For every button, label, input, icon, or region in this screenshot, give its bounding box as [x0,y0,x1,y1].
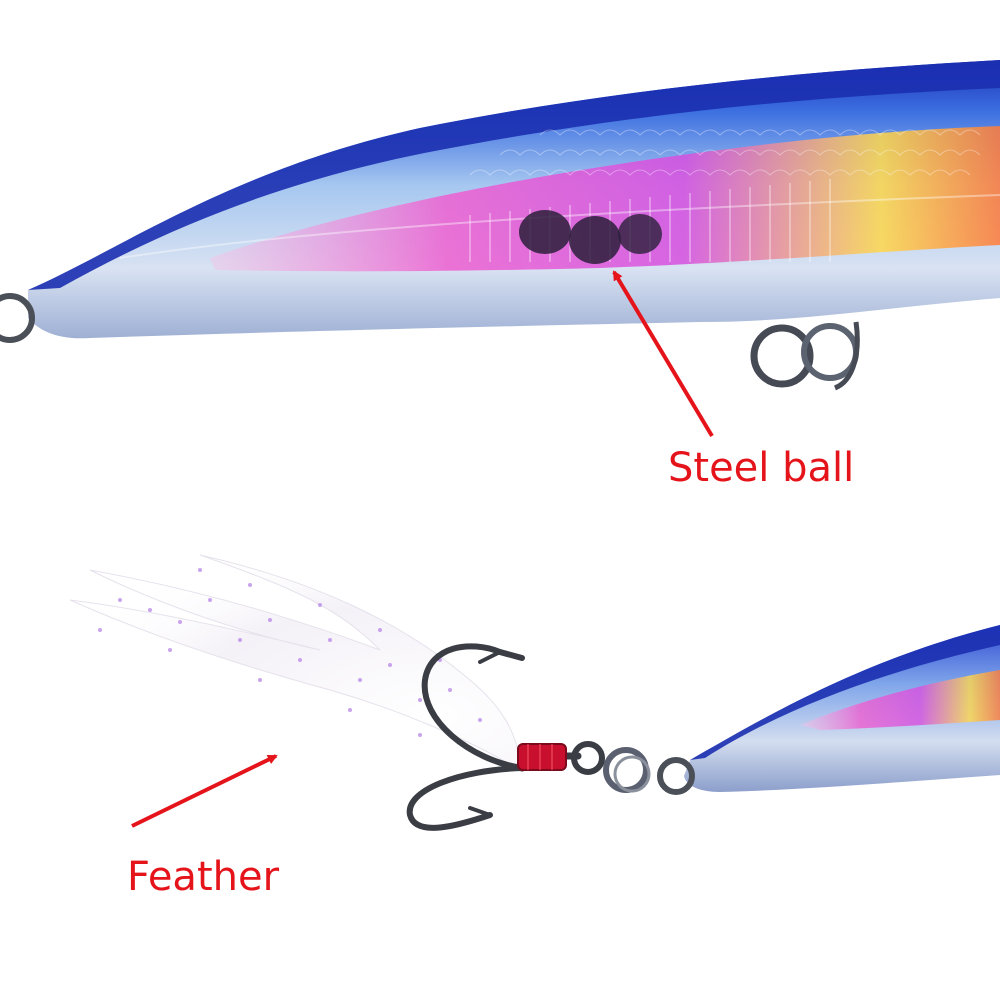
lower-nose-ring [657,757,695,795]
lower-lure [571,625,1000,795]
lower-lure-dorsal [690,625,1000,760]
upper-lure-dorsal [28,60,1000,290]
upper-lure-scales [469,129,981,176]
feather-plume [69,554,521,771]
upper-nose-ring [0,293,35,343]
steel-ball-cluster [519,210,662,264]
hook-thread-wrap [517,743,567,771]
steel-ball-arrow [612,270,714,438]
upper-belly-rings [750,321,860,391]
steel-ball-label: Steel ball [668,445,855,491]
feather-label: Feather [127,854,280,900]
feather [69,554,521,771]
hook-lower-bend [406,765,525,831]
split-ring [603,747,651,793]
lower-lure-stripe [800,670,1000,730]
treble-hook [406,643,582,831]
feather-glitter [98,568,482,752]
upper-lure-ridge [119,194,1000,259]
feather-arrow [131,754,278,828]
upper-lure-side-stripe [210,126,1000,272]
lower-lure-body [684,625,1000,792]
upper-lure [0,60,1000,391]
hook-upper-bend [421,643,525,771]
